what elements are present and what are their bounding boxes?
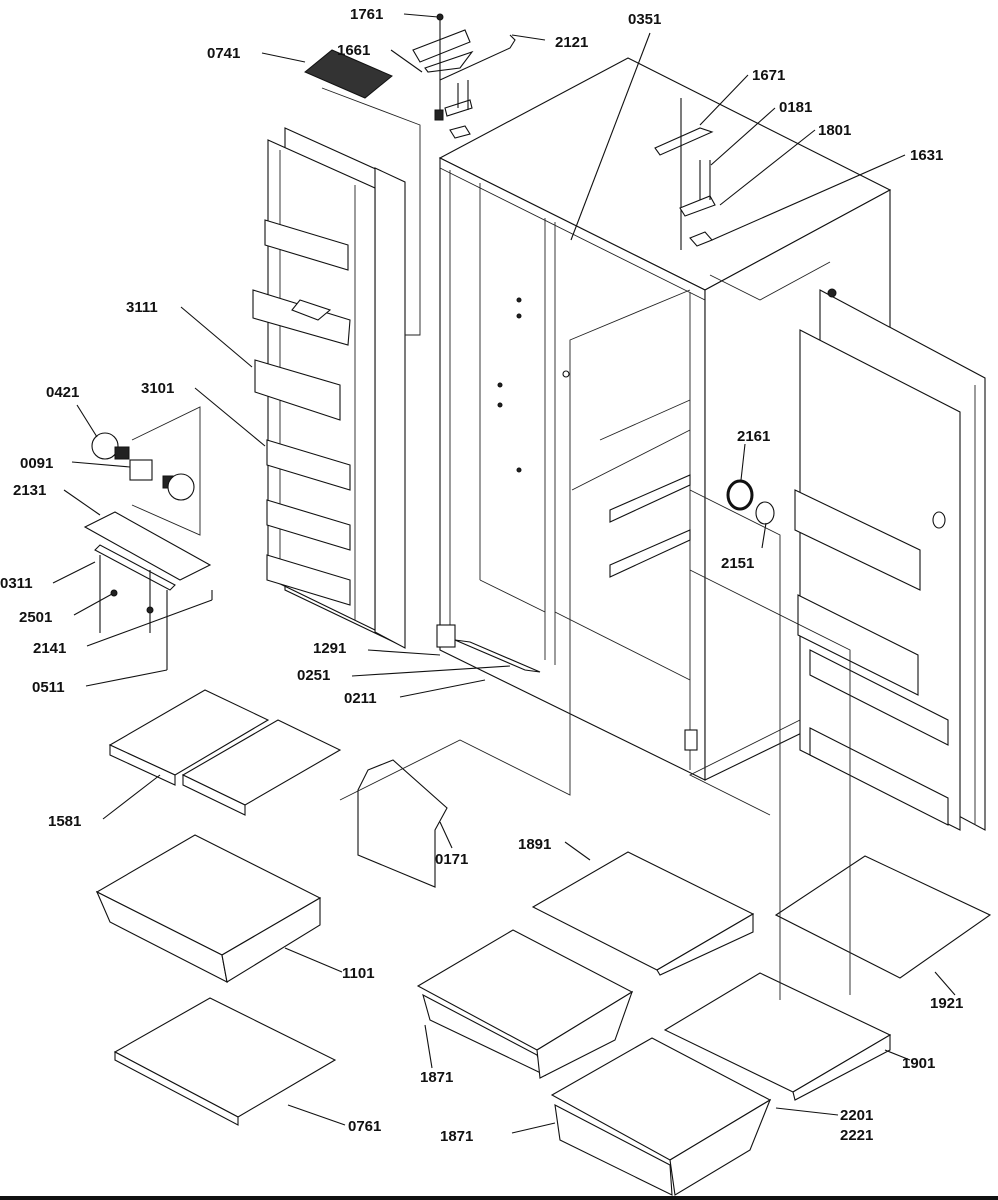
door-bin	[797, 594, 919, 696]
callout-0251: 0251	[297, 667, 330, 684]
crisper-drawer-1871-lower	[550, 1037, 772, 1196]
shelf-1101	[95, 834, 322, 983]
callout-0511: 0511	[32, 679, 65, 696]
callout-0181: 0181	[779, 99, 812, 116]
callout-2201: 2201	[840, 1107, 873, 1124]
callout-3111: 3111	[126, 299, 158, 316]
callout-0171: 0171	[435, 851, 468, 868]
callout-0211: 0211	[344, 690, 377, 707]
knob-2151	[755, 501, 775, 525]
freezer-hinge-assembly	[412, 13, 516, 139]
hinge-cover-1761	[412, 29, 471, 63]
callout-0761: 0761	[348, 1118, 381, 1135]
shelf-rail	[609, 529, 691, 578]
callout-1671: 1671	[752, 67, 785, 84]
crisper-cover-1891	[531, 851, 755, 976]
callout-1661: 1661	[337, 42, 370, 59]
callout-1871-lower: 1871	[440, 1128, 473, 1145]
freezer-door	[252, 127, 406, 649]
top-grille-0741	[304, 49, 393, 99]
callout-3101: 3101	[141, 380, 174, 397]
callout-1101: 1101	[342, 965, 375, 982]
hinge-cover-1671	[654, 127, 714, 156]
light-socket	[129, 459, 153, 481]
door-bin	[794, 489, 921, 591]
callout-2141: 2141	[33, 640, 66, 657]
crisper-drawer-1871-upper	[416, 929, 634, 1079]
callout-0091: 0091	[20, 455, 53, 472]
shelf-rail	[609, 474, 691, 523]
callout-labels: 1761 1661 2121 0741 0351 1671 0181 1801 …	[0, 6, 963, 1145]
callout-1921: 1921	[930, 995, 963, 1012]
door-bin	[266, 554, 351, 606]
callout-1291: 1291	[313, 640, 346, 657]
callout-2151: 2151	[721, 555, 754, 572]
callout-2121: 2121	[555, 34, 588, 51]
bottom-border	[0, 1196, 998, 1200]
door-bin	[264, 219, 349, 271]
callout-2501: 2501	[19, 609, 52, 626]
light-assembly	[83, 406, 213, 670]
door-bin	[266, 499, 351, 551]
light-shield-2131	[83, 511, 212, 581]
toe-grille-0171	[357, 759, 448, 888]
callout-0311: 0311	[0, 575, 33, 592]
shelf-0761	[113, 997, 337, 1126]
callout-2161: 2161	[737, 428, 770, 445]
bulb-icon	[91, 432, 119, 460]
crisper-cover-1901	[663, 972, 892, 1101]
door-bin	[809, 727, 949, 826]
door-bin-3101	[266, 439, 351, 491]
leader-lines	[52, 13, 956, 1134]
callout-2131: 2131	[13, 482, 46, 499]
door-bin-3111	[254, 359, 341, 421]
callout-0421: 0421	[46, 384, 79, 401]
shelf-1581-pair	[108, 689, 342, 816]
callout-1901: 1901	[902, 1055, 935, 1072]
callout-0741: 0741	[207, 45, 240, 62]
callout-1631: 1631	[910, 147, 943, 164]
fresh-food-hinge-assembly	[654, 98, 716, 250]
light-bracket-0311	[94, 544, 176, 591]
callout-1871-upper: 1871	[420, 1069, 453, 1086]
callout-1581: 1581	[48, 813, 81, 830]
callout-1891: 1891	[518, 836, 551, 853]
door-bin	[809, 649, 949, 746]
callout-1801: 1801	[818, 122, 851, 139]
callout-2221: 2221	[840, 1127, 873, 1144]
fresh-food-door	[794, 288, 986, 831]
glass-1921	[774, 855, 992, 979]
bulb-icon	[167, 473, 195, 501]
knob-bezel-2161	[726, 479, 754, 511]
callout-0351: 0351	[628, 11, 661, 28]
callout-1761: 1761	[350, 6, 383, 23]
